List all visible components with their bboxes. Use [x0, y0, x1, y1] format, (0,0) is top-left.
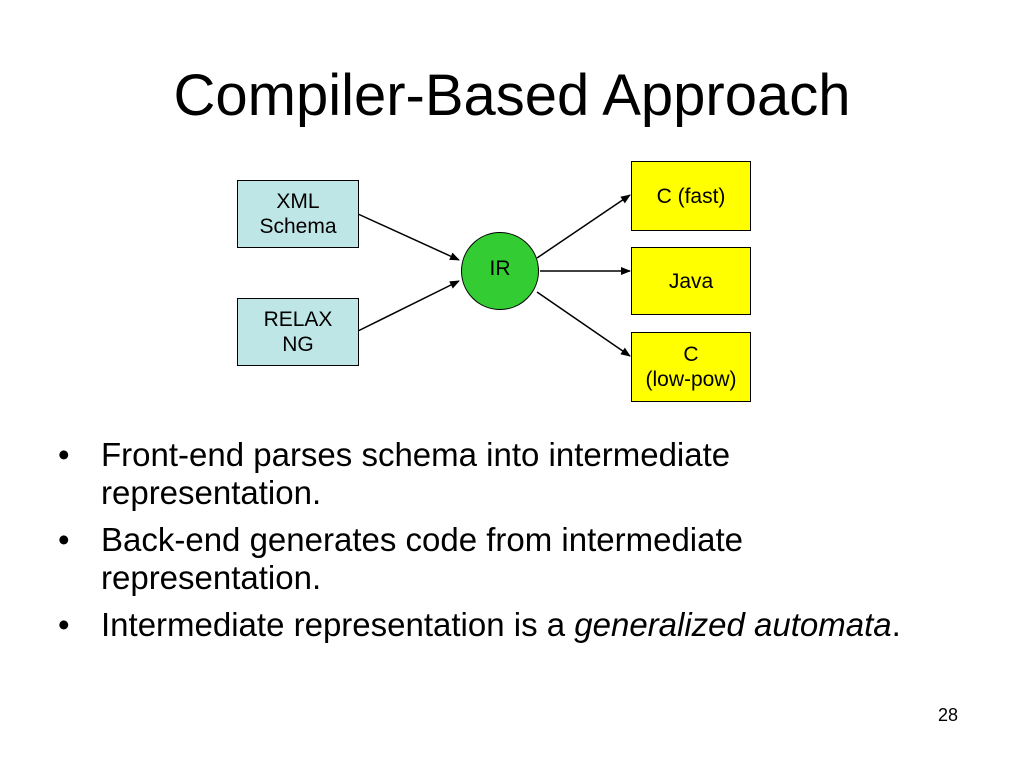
page-title: Compiler-Based Approach: [173, 63, 851, 128]
node-label: C (fast): [656, 184, 726, 208]
bullet-item: • Intermediate representation is a gener…: [56, 606, 936, 644]
node-label: Schema: [259, 215, 337, 238]
bullet-dot-icon: •: [58, 521, 70, 558]
node-label: NG: [282, 333, 314, 356]
bullet-item: • Front-end parses schema into intermedi…: [56, 436, 936, 512]
node-c-fast: C (fast): [631, 161, 751, 231]
node-java: Java: [631, 247, 751, 315]
node-xml-schema: XML Schema: [237, 180, 359, 248]
bullet-text: Front-end parses schema into intermediat…: [101, 436, 731, 511]
node-relax-ng: RELAX NG: [237, 298, 359, 366]
node-label: RELAX: [263, 308, 333, 331]
bullet-dot-icon: •: [58, 606, 70, 643]
bullet-text: Back-end generates code from intermediat…: [101, 521, 744, 596]
page-number: 28: [938, 705, 959, 725]
arrow-ir-to-cfast: [536, 194, 631, 259]
node-ir: IR: [461, 232, 539, 310]
node-label: C: [683, 343, 699, 366]
arrow-relax-to-ir: [357, 280, 460, 332]
bullet-item: • Back-end generates code from intermedi…: [56, 521, 936, 597]
arrow-ir-to-clowpow: [536, 291, 631, 357]
node-label: XML: [276, 190, 320, 213]
node-label: Java: [668, 269, 714, 293]
bullet-dot-icon: •: [58, 436, 70, 473]
arrow-xml-to-ir: [357, 213, 460, 261]
node-label: IR: [489, 257, 511, 280]
bullet-end: .: [891, 606, 901, 643]
bullet-list: • Front-end parses schema into intermedi…: [56, 436, 936, 653]
node-label: (low-pow): [645, 368, 737, 391]
node-c-low-pow: C (low-pow): [631, 332, 751, 402]
bullet-emphasis: generalized automata: [574, 606, 892, 643]
bullet-text: Intermediate representation is a: [101, 606, 575, 643]
